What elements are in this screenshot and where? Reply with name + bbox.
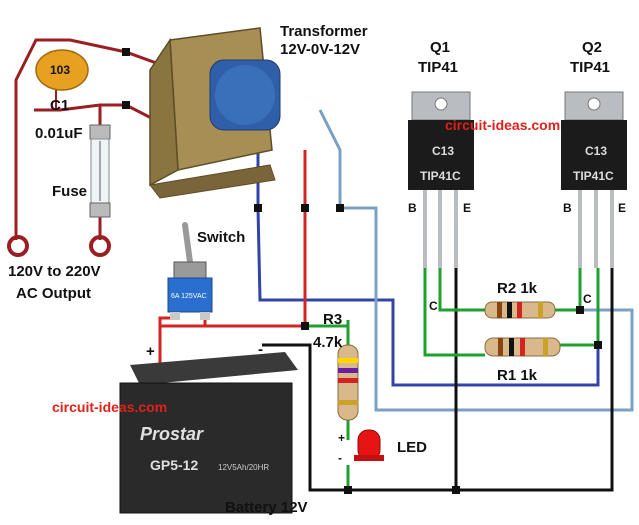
q1-pin-c: C [429, 299, 438, 313]
svg-text:TIP41C: TIP41C [573, 169, 614, 183]
q2-pin-c: C [583, 292, 592, 306]
c1-label: C1 [50, 97, 69, 114]
switch-label: Switch [197, 229, 245, 246]
svg-text:GP5-12: GP5-12 [150, 457, 198, 473]
ac-output-line1: 120V to 220V [8, 263, 101, 280]
q2-label-line2: TIP41 [570, 59, 610, 76]
r2-label: R2 1k [497, 280, 538, 297]
watermark-top: circuit-ideas.com [445, 117, 560, 133]
battery-label: Battery 12V [225, 499, 308, 516]
led [354, 429, 384, 461]
transformer-label-line2: 12V-0V-12V [280, 41, 360, 58]
q2-pin-b: B [563, 201, 572, 215]
svg-text:12V5Ah/20HR: 12V5Ah/20HR [218, 463, 269, 472]
transistor-q1: C13 TIP41C [408, 91, 474, 268]
wire-q2-collector [555, 268, 582, 312]
resistor-r1 [484, 337, 561, 357]
ac-terminal-right [89, 235, 111, 257]
q1-pin-b: B [408, 201, 417, 215]
svg-text:Prostar: Prostar [140, 424, 204, 444]
r3-label-line1: R3 [323, 311, 342, 328]
led-plus: + [338, 431, 345, 445]
fuse-label: Fuse [52, 183, 87, 200]
svg-text:TIP41C: TIP41C [420, 169, 461, 183]
q1-label-line1: Q1 [430, 39, 450, 56]
transformer [149, 27, 281, 199]
wire-secondary-lightblue [318, 109, 634, 412]
wire-ac-capacitor [34, 103, 126, 112]
svg-text:C13: C13 [432, 144, 454, 158]
resistor-r3 [337, 344, 359, 421]
wire-q1-base [438, 268, 485, 312]
transformer-label-line1: Transformer [280, 23, 368, 40]
led-minus: - [338, 451, 342, 465]
junction-dots [122, 48, 602, 494]
watermark-bottom: circuit-ideas.com [52, 399, 167, 415]
resistor-r2 [484, 301, 556, 319]
toggle-switch: 6A 125VAC [167, 222, 213, 320]
q1-pin-e: E [463, 201, 471, 215]
q2-label-line1: Q2 [582, 39, 602, 56]
capacitor-c1: 103 [35, 49, 89, 110]
q1-label-line2: TIP41 [418, 59, 458, 76]
r1-label: R1 1k [497, 367, 538, 384]
led-label: LED [397, 439, 427, 456]
battery-plus: + [146, 343, 155, 360]
svg-text:C13: C13 [585, 144, 607, 158]
wire-q1-collector [423, 268, 485, 357]
battery-minus: - [258, 341, 263, 358]
svg-text:6A 125VAC: 6A 125VAC [171, 293, 207, 300]
battery: Prostar GP5-12 12V5Ah/20HR [119, 352, 298, 514]
wire-ac-left [14, 38, 127, 240]
svg-text:103: 103 [50, 63, 70, 77]
fuse [89, 124, 111, 218]
r3-label-line2: 4.7k [313, 334, 343, 351]
ac-output-line2: AC Output [16, 285, 91, 302]
q2-pin-e: E [618, 201, 626, 215]
ac-terminal-left [7, 235, 29, 257]
c1-value-label: 0.01uF [35, 125, 83, 142]
transistor-q2: C13 TIP41C [561, 91, 627, 268]
